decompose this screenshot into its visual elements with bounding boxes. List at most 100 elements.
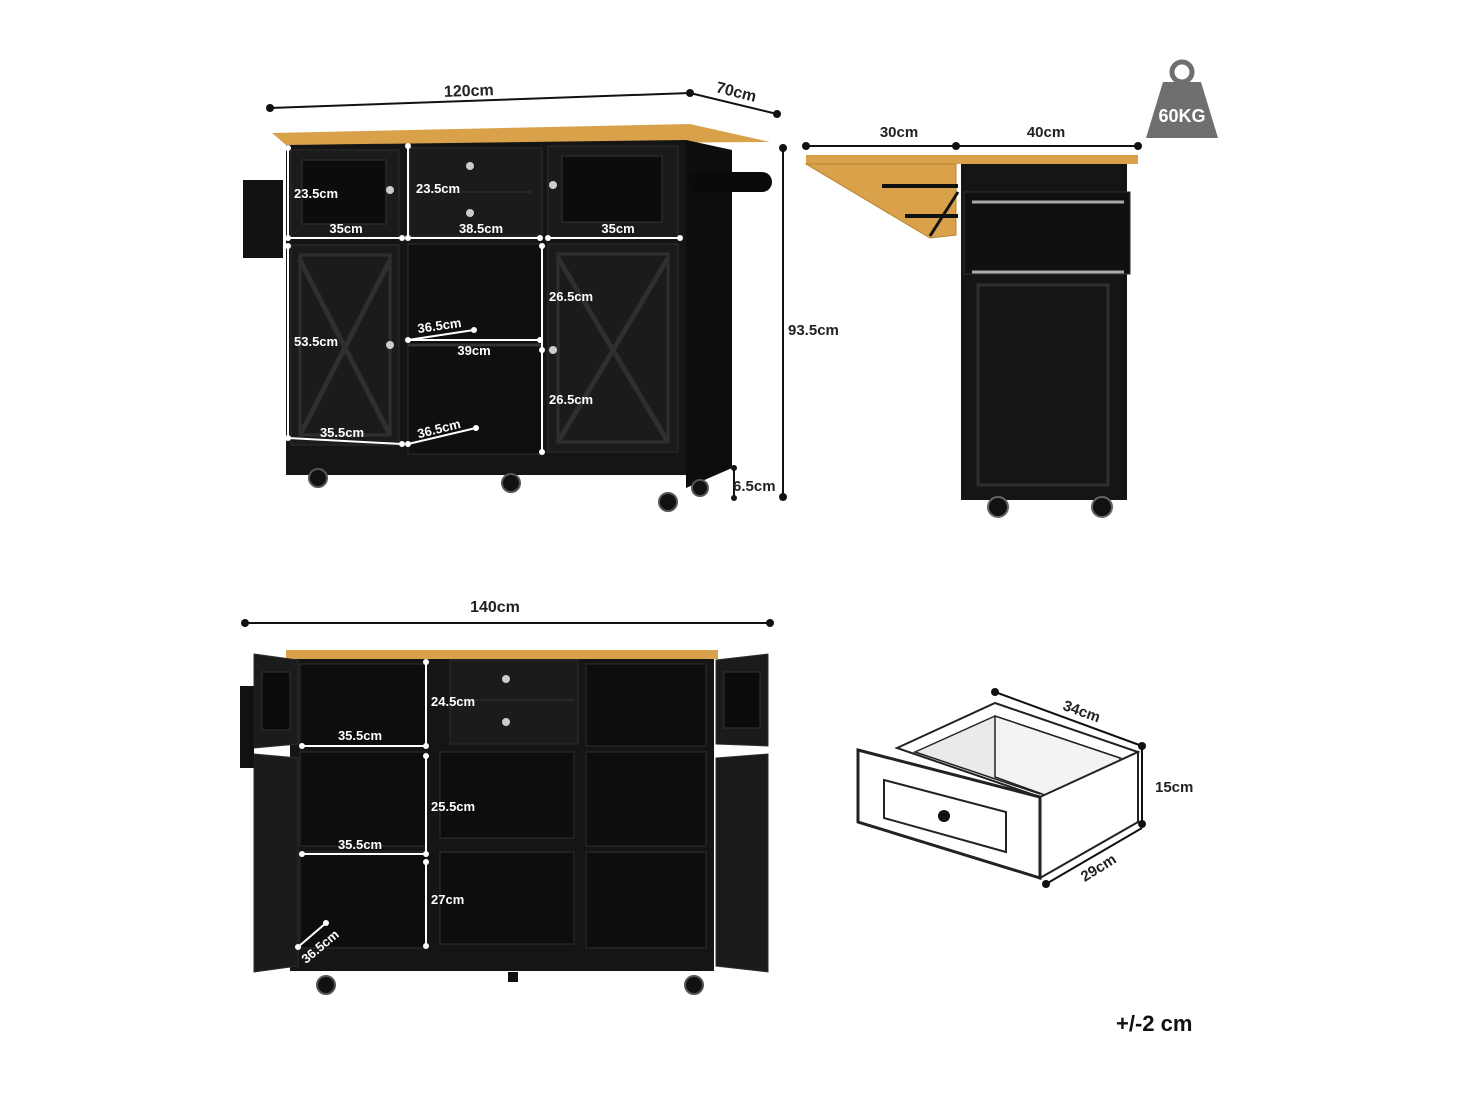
dimension-dot	[731, 465, 737, 471]
cabinet-base	[286, 455, 686, 475]
side-rack	[243, 180, 283, 258]
drawer-height-label: 23.5cm	[416, 181, 460, 196]
dimension-dot	[241, 619, 249, 627]
dimension-dot	[405, 337, 411, 343]
width-dimension-line	[269, 92, 691, 109]
drawer-height-label: 15cm	[1155, 779, 1193, 796]
caster-wheel	[1091, 496, 1113, 518]
dimension-dot	[539, 243, 545, 249]
drawer-width-line	[1045, 827, 1143, 885]
dimension-dot	[545, 235, 551, 241]
caster-wheel	[501, 473, 521, 493]
lower-left-door-height-label: 53.5cm	[294, 334, 338, 349]
interior-compartment	[299, 663, 427, 747]
dimension-dot	[1138, 820, 1146, 828]
open-door-lower-left	[253, 753, 299, 973]
dimension-dot	[285, 145, 291, 151]
dimension-dot	[473, 425, 479, 431]
tolerance-note: +/-2 cm	[1116, 1011, 1192, 1036]
shelf-depth-upper-label: 36.5cm	[416, 315, 462, 336]
open-door-lower-right	[715, 753, 769, 973]
dimension-dot	[423, 659, 429, 665]
drop-leaf-flap	[804, 163, 957, 239]
drawer-view: 34cm 15cm 29cm	[856, 688, 1193, 888]
weight-label: 60KG	[1158, 106, 1205, 126]
dimension-dot	[295, 944, 301, 950]
dimension-dot	[405, 143, 411, 149]
dimension-dot	[423, 743, 429, 749]
interior-compartment	[439, 851, 575, 945]
open-width-label: 140cm	[470, 599, 520, 616]
interior-compartment	[585, 751, 707, 847]
height-label: 93.5cm	[788, 322, 839, 339]
dimension-dot	[471, 327, 477, 333]
dimension-dot	[423, 943, 429, 949]
dimension-line	[287, 437, 403, 445]
dimension-dot	[299, 851, 305, 857]
dimension-dot	[779, 493, 787, 501]
open-view: 140cm 24.5cm 35.5cm	[240, 599, 774, 995]
top-left-door-width-label: 35cm	[329, 221, 362, 236]
center-foot	[508, 972, 518, 982]
dimension-line	[297, 922, 327, 948]
dimension-dot	[731, 495, 737, 501]
drawer-width-label: 38.5cm	[459, 221, 503, 236]
dimension-line	[407, 329, 475, 341]
lower-left-door-width-label: 35.5cm	[320, 425, 364, 440]
interior-compartment	[299, 851, 427, 949]
cabinet-side	[686, 140, 732, 488]
interior-compartment	[585, 663, 707, 747]
caster-wheel	[987, 496, 1009, 518]
top-left-door-height-label: 23.5cm	[294, 186, 338, 201]
dimension-dot	[1042, 880, 1050, 888]
flap-width-label: 30cm	[880, 124, 918, 141]
interior-compartment	[299, 751, 427, 847]
mesh-panel	[261, 671, 291, 731]
dimension-dot	[423, 753, 429, 759]
caster-wheel	[316, 975, 336, 995]
dimension-dot	[779, 144, 787, 152]
dimension-dot	[405, 441, 411, 447]
width-label: 120cm	[444, 82, 494, 101]
drawer-knob	[502, 675, 510, 683]
top-width-label: 40cm	[1027, 124, 1065, 141]
side-storage-rack	[963, 191, 1131, 275]
upper-width-label: 35.5cm	[338, 728, 382, 743]
drawer-knob	[466, 209, 474, 217]
top-right-door-width-label: 35cm	[601, 221, 634, 236]
drawer-knob	[938, 810, 950, 822]
open-countertop	[286, 650, 718, 659]
dimension-dot	[766, 619, 774, 627]
dimension-dot	[399, 235, 405, 241]
dimension-dot	[677, 235, 683, 241]
dimension-dot	[423, 859, 429, 865]
side-rack	[240, 686, 254, 768]
support-bracket	[928, 191, 960, 237]
dimension-dot	[1134, 142, 1142, 150]
wood-countertop	[272, 124, 770, 145]
mesh-panel	[301, 159, 387, 225]
lower-height-label: 27cm	[431, 892, 464, 907]
middle-width-label: 35.5cm	[338, 837, 382, 852]
weight-badge: 60KG	[1146, 59, 1218, 138]
right-lower-height-label: 26.5cm	[549, 392, 593, 407]
dimension-dot	[285, 235, 291, 241]
side-view: 30cm 40cm	[802, 124, 1142, 518]
drawer-length-line	[994, 691, 1143, 747]
dimension-dot	[423, 851, 429, 857]
weight-hook-icon	[1169, 59, 1195, 85]
door-knob	[386, 341, 394, 349]
wheel-height-label: 6.5cm	[733, 478, 776, 495]
dimension-dot	[537, 235, 543, 241]
caster-wheel	[308, 468, 328, 488]
drawer-width-label: 29cm	[1078, 851, 1120, 886]
caster-wheel	[691, 479, 709, 497]
dimension-dot	[299, 743, 305, 749]
middle-height-label: 25.5cm	[431, 799, 475, 814]
dimension-dot	[323, 920, 329, 926]
side-panel-frame	[976, 283, 1110, 487]
open-drawer-stack	[449, 659, 579, 745]
dimension-dot	[539, 449, 545, 455]
dimension-dot	[266, 104, 274, 112]
